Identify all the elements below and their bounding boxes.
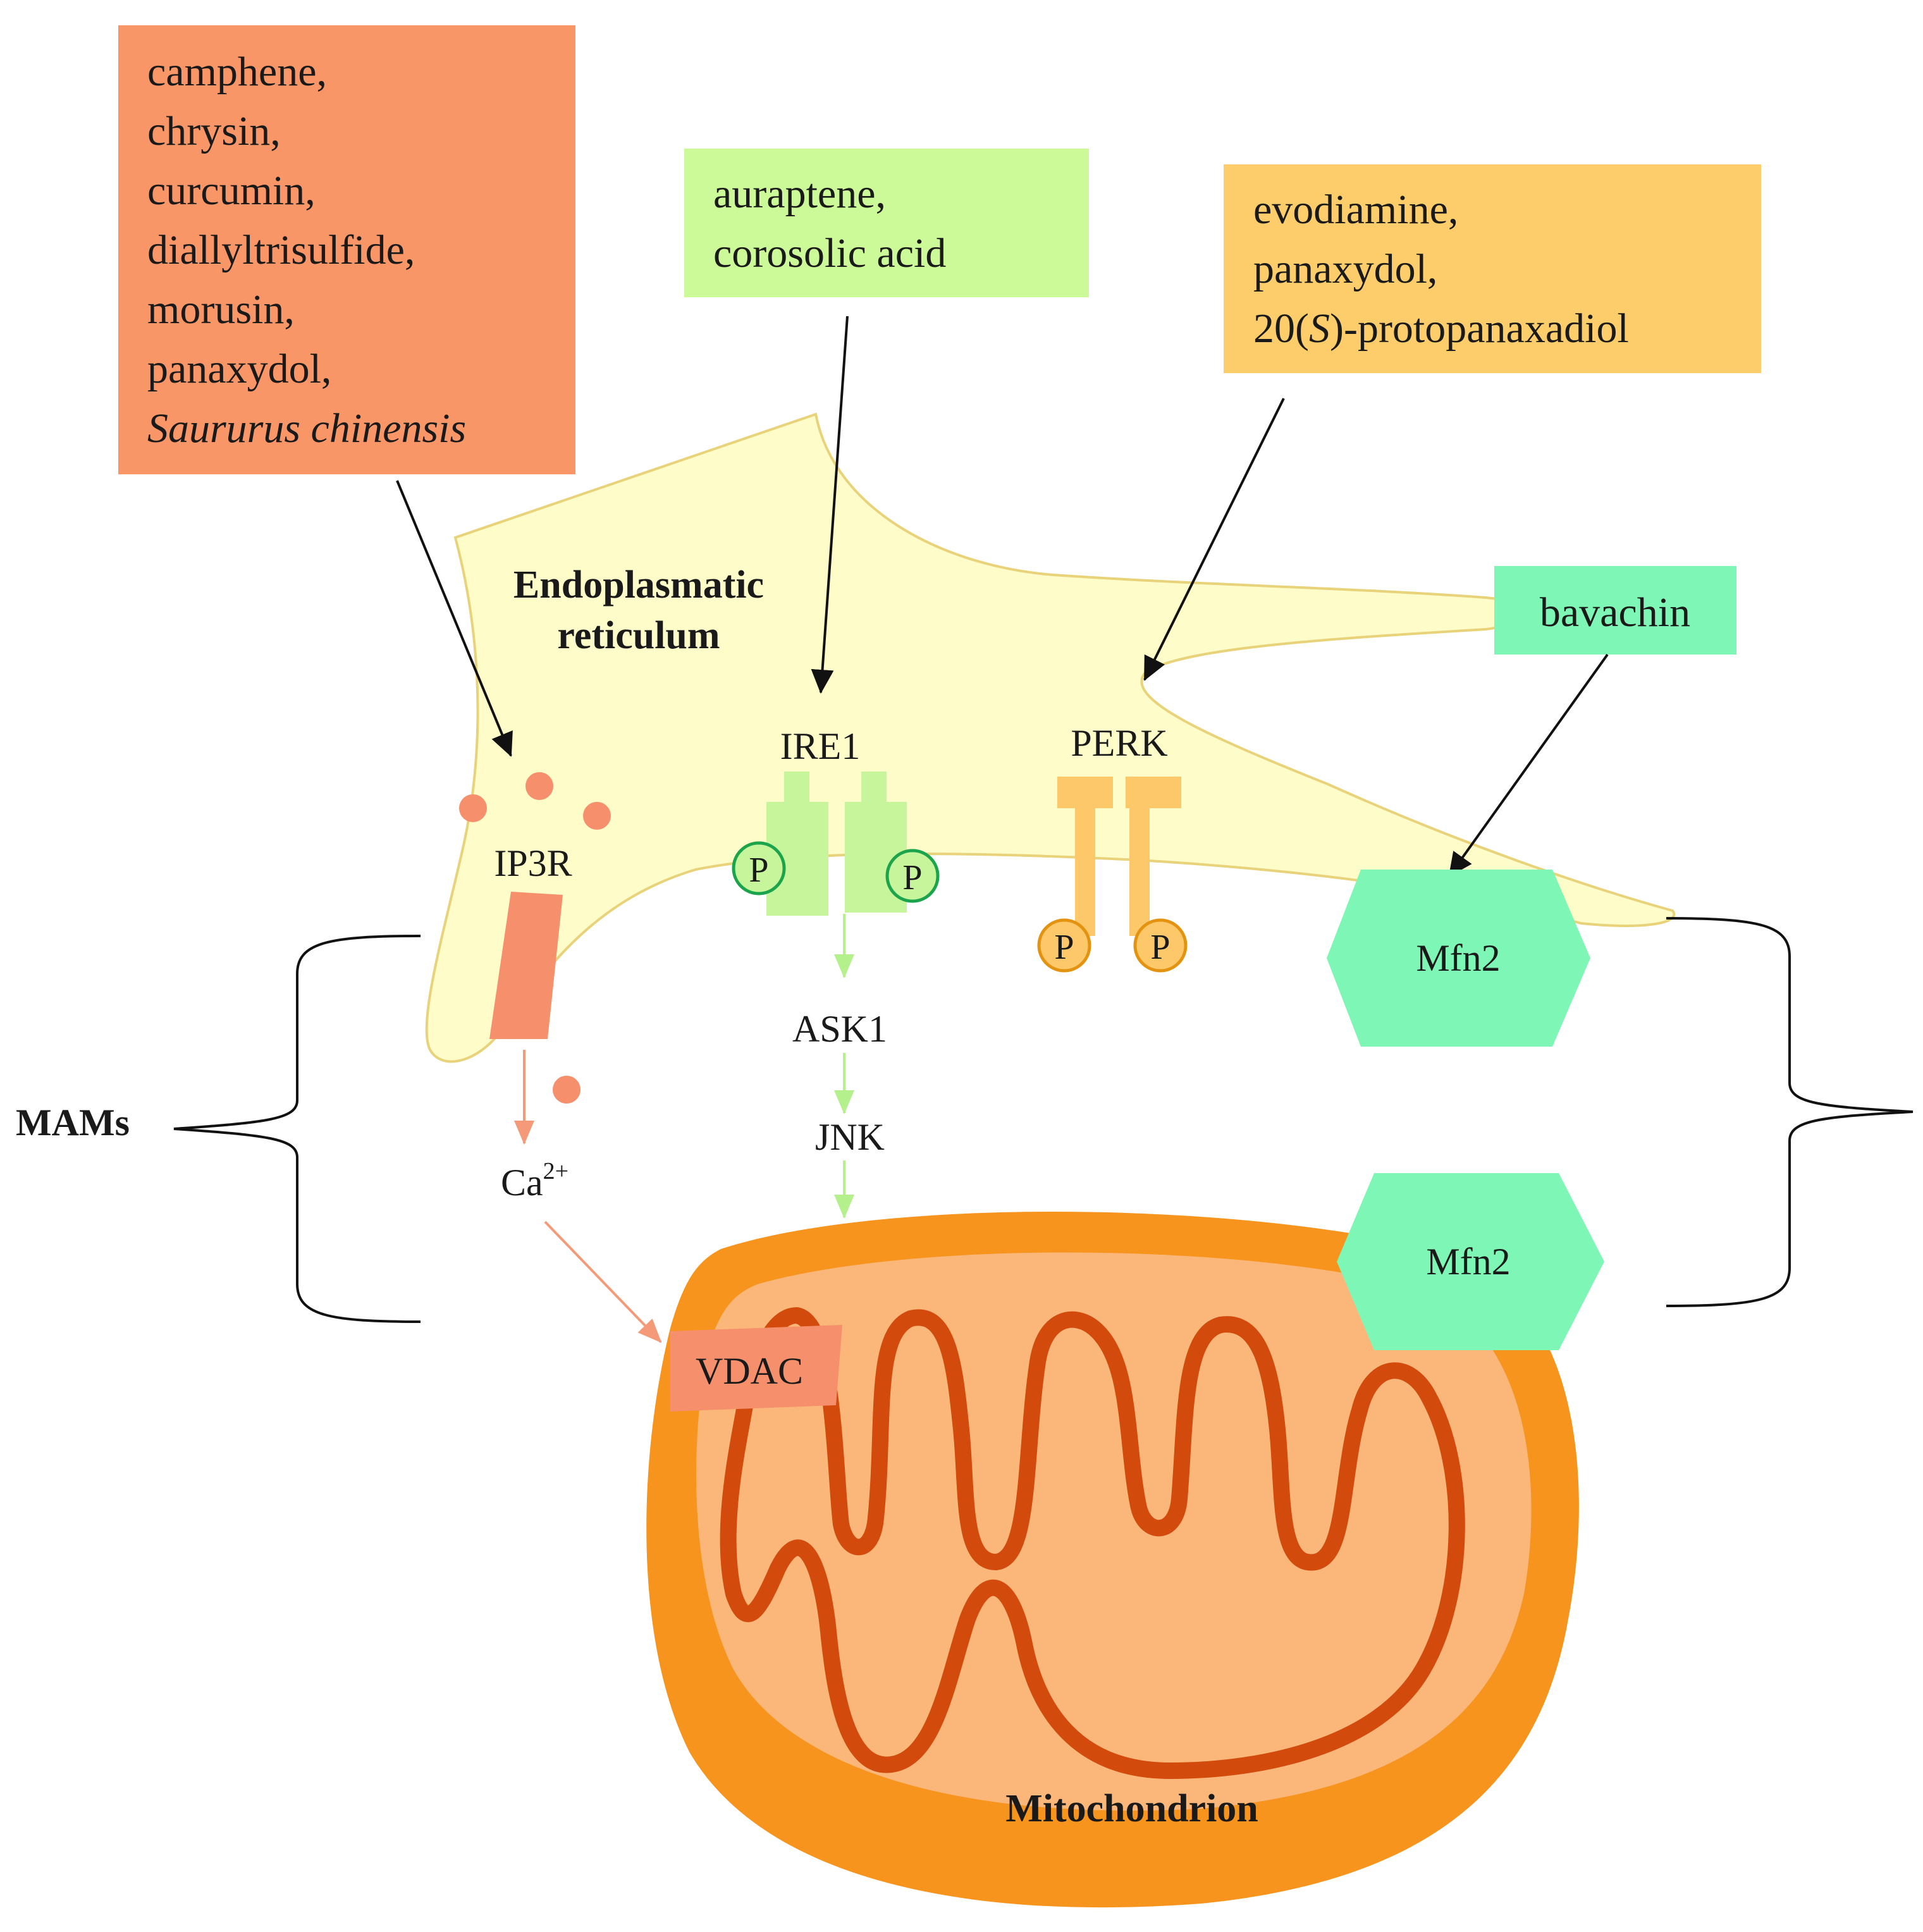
ask1-label: ASK1	[792, 1008, 887, 1050]
compound-ip3r-italic: Saururus chinensis	[147, 405, 466, 452]
compound-ip3r-0: camphene,	[147, 49, 327, 95]
mams-left-brace	[173, 935, 421, 1323]
arrow-calcium-to-vdac	[544, 1221, 662, 1343]
compound-perk-2: 20(S)-protopanaxadiol	[1253, 305, 1629, 352]
perk-phospho-left: P	[1037, 918, 1091, 973]
mfn2-mito-hexagon: Mfn2	[1337, 1173, 1604, 1350]
svg-text:P: P	[749, 851, 768, 890]
mitochondrion-label: Mitochondrion	[1005, 1787, 1258, 1830]
perk-phospho-right: P	[1133, 918, 1188, 973]
calcium-ion-2	[525, 772, 553, 800]
compound-ip3r-1: chrysin,	[147, 108, 281, 154]
calcium-ion-4	[553, 1076, 581, 1104]
compound-box-mfn2-modulator: bavachin	[1494, 566, 1736, 655]
mitochondrion-cristae	[720, 1307, 1465, 1779]
svg-text:P: P	[902, 858, 922, 897]
compound-perk-0: evodiamine,	[1253, 187, 1458, 233]
calcium-ion-1	[459, 794, 487, 822]
compound-box-ip3r-inhibitors: camphene, chrysin, curcumin, diallyltris…	[118, 25, 575, 474]
mams-right-brace	[1666, 917, 1914, 1307]
er-label-line2: reticulum	[557, 614, 720, 657]
arrow-compounds-to-ire1	[811, 316, 849, 694]
ire1-label: IRE1	[780, 725, 861, 767]
perk-dimer	[1057, 777, 1181, 936]
calcium-label: Ca2+	[501, 1158, 568, 1203]
compound-mfn2-0: bavachin	[1540, 589, 1690, 636]
compound-ip3r-5: panaxydol,	[147, 346, 331, 392]
ip3r-label: IP3R	[494, 842, 572, 884]
svg-text:Mfn2: Mfn2	[1416, 937, 1500, 979]
mitochondrion-intermembrane	[696, 1252, 1532, 1811]
svg-text:VDAC: VDAC	[696, 1350, 803, 1392]
vdac-channel: VDAC	[670, 1325, 842, 1412]
mams-label: MAMs	[16, 1102, 130, 1143]
ip3r-channel	[489, 892, 563, 1039]
ire1-phospho-right: P	[885, 849, 940, 903]
compound-box-perk-modulators: evodiamine, panaxydol, 20(S)-protopanaxa…	[1224, 164, 1761, 373]
perk-label: PERK	[1071, 722, 1167, 764]
calcium-ion-3	[583, 802, 611, 830]
arrow-compounds-to-ip3r	[396, 480, 513, 757]
ire1-phospho-left: P	[732, 841, 786, 895]
compound-box-ire1-modulators: auraptene, corosolic acid	[684, 149, 1089, 297]
svg-text:P: P	[1150, 928, 1170, 967]
svg-text:Mfn2: Mfn2	[1426, 1241, 1510, 1283]
arrow-bavachin-to-mfn2	[1448, 653, 1609, 877]
arrow-compounds-to-perk	[1143, 398, 1285, 681]
svg-text:P: P	[1054, 928, 1074, 967]
endoplasmic-reticulum	[425, 412, 1676, 1063]
compound-ire1-1: corosolic acid	[713, 230, 946, 276]
compound-ire1-0: auraptene,	[713, 171, 886, 217]
er-label-line1: Endoplasmatic	[513, 563, 764, 606]
compound-ip3r-4: morusin,	[147, 286, 295, 333]
mfn2-er-hexagon: Mfn2	[1327, 870, 1590, 1047]
compound-ip3r-3: diallyltrisulfide,	[147, 227, 415, 273]
jnk-label: JNK	[815, 1116, 885, 1158]
compound-ip3r-2: curcumin,	[147, 168, 316, 214]
compound-perk-1: panaxydol,	[1253, 246, 1437, 292]
